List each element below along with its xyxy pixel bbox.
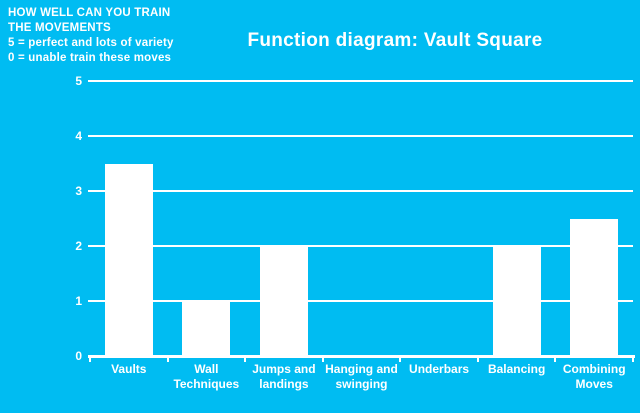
x-axis-tick-5 bbox=[476, 357, 479, 362]
bar-combining-moves bbox=[570, 218, 619, 356]
bar-jumps-and-landings bbox=[259, 246, 308, 356]
x-axis-tick-4 bbox=[399, 357, 402, 362]
gridline-3 bbox=[88, 190, 633, 192]
gridline-2 bbox=[88, 245, 633, 247]
y-axis-label-5: 5 bbox=[75, 74, 82, 88]
y-axis-label-3: 3 bbox=[75, 184, 82, 198]
x-axis-label-hanging-and-swinging: Hanging and swinging bbox=[325, 362, 398, 391]
y-axis-label-4: 4 bbox=[75, 129, 82, 143]
note-line-4: 0 = unable train these moves bbox=[8, 52, 172, 64]
gridline-4 bbox=[88, 135, 633, 137]
note-line-2: THE MOVEMENTS bbox=[8, 22, 111, 34]
x-axis-tick-1 bbox=[166, 357, 169, 362]
y-axis-label-2: 2 bbox=[75, 239, 82, 253]
bar-wall-techniques bbox=[182, 301, 231, 356]
x-axis-tick-2 bbox=[244, 357, 247, 362]
x-axis-label-vaults: Vaults bbox=[111, 362, 147, 376]
gridline-1 bbox=[88, 300, 633, 302]
y-axis-label-1: 1 bbox=[75, 294, 82, 308]
x-axis-tick-3 bbox=[321, 357, 324, 362]
note-line-1: HOW WELL CAN YOU TRAIN bbox=[8, 7, 171, 19]
bar-vaults bbox=[104, 163, 153, 356]
x-axis-line bbox=[88, 355, 635, 358]
x-axis-label-combining-moves: Combining Moves bbox=[562, 362, 626, 391]
x-axis-tick-7 bbox=[632, 357, 634, 362]
x-axis-tick-0 bbox=[89, 357, 91, 362]
chart-note: HOW WELL CAN YOU TRAIN THE MOVEMENTS 5 =… bbox=[8, 6, 174, 66]
x-axis-label-balancing: Balancing bbox=[487, 362, 546, 376]
gridline-5 bbox=[88, 80, 633, 82]
x-axis-label-underbars: Underbars bbox=[409, 362, 470, 376]
x-axis-label-jumps-and-landings: Jumps and landings bbox=[252, 362, 316, 391]
bar-balancing bbox=[492, 246, 541, 356]
note-line-3: 5 = perfect and lots of variety bbox=[8, 37, 174, 49]
x-axis-tick-6 bbox=[554, 357, 557, 362]
chart-title: Function diagram: Vault Square bbox=[247, 30, 543, 51]
x-axis-label-wall-techniques: Wall Techniques bbox=[173, 362, 240, 391]
y-axis-label-0: 0 bbox=[75, 349, 82, 363]
